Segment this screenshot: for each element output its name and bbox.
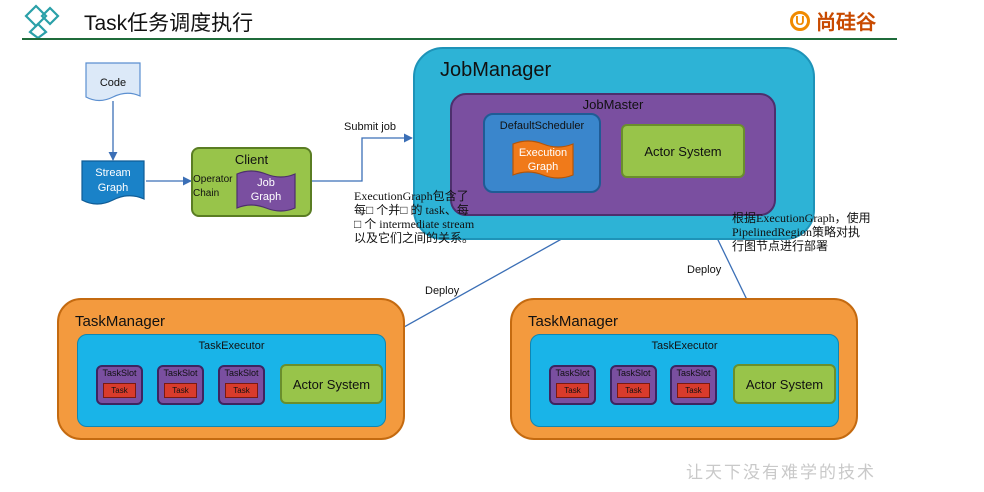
brand-mark-icon: U xyxy=(790,10,810,31)
submit-job-arrow xyxy=(312,133,413,182)
footer-slogan-watermark: 让天下没有难学的技术 xyxy=(686,463,876,483)
task-2-1: Task xyxy=(556,383,589,398)
job-master-title: JobMaster xyxy=(582,97,644,112)
task-manager-1-title: TaskManager xyxy=(75,313,166,330)
execution-graph-note-line-3: □ 个 intermediate stream xyxy=(354,217,475,231)
job-graph-shape xyxy=(236,170,296,212)
client-title: Client xyxy=(234,152,269,167)
execution-graph-note-line-2: 每□ 个并□ 的 task、每 xyxy=(354,203,469,217)
stream-graph-shape xyxy=(81,160,145,205)
task-2-3: Task xyxy=(677,383,710,398)
task-slot-2-2-label: TaskSlot xyxy=(616,368,651,378)
execution-graph-line-2: Graph xyxy=(527,161,559,173)
deploy-left-label: Deploy xyxy=(425,285,460,297)
job-graph-line-1: Job xyxy=(257,177,275,189)
brand-logo: U 尚硅谷 xyxy=(790,6,876,35)
task-manager-2-actor-system: Actor System xyxy=(733,364,836,404)
task-executor-1-title: TaskExecutor xyxy=(198,340,265,352)
task-manager-2-title: TaskManager xyxy=(528,313,619,330)
brand-name: 尚硅谷 xyxy=(816,10,876,34)
code-label: Code xyxy=(99,77,127,89)
code-document-shape xyxy=(85,62,141,102)
execution-graph-note-line-4: 以及它们之间的关系。 xyxy=(354,231,475,245)
stream-graph-line-1: Stream xyxy=(95,167,131,179)
deployment-strategy-note-line-1: 根据ExecutionGraph，使用 xyxy=(732,211,871,225)
stream-graph-line-2: Graph xyxy=(97,182,129,194)
deployment-strategy-note-line-3: 行图节点进行部署 xyxy=(732,239,829,253)
deployment-strategy-note: 根据ExecutionGraph，使用 PipelinedRegion策略对执 … xyxy=(732,211,871,253)
submit-job-label: Submit job xyxy=(344,121,396,133)
job-graph-line-2: Graph xyxy=(250,191,282,203)
task-slot-1-2-label: TaskSlot xyxy=(163,368,198,378)
page-title: Task任务调度执行 xyxy=(84,12,254,35)
diamond-logo-icon xyxy=(24,4,60,38)
task-executor-2-title: TaskExecutor xyxy=(651,340,718,352)
execution-graph-note-line-1: ExecutionGraph包含了 xyxy=(354,189,469,203)
task-1-3: Task xyxy=(225,383,258,398)
operator-chain-line-2: Chain xyxy=(193,188,220,199)
task-1-2: Task xyxy=(164,383,197,398)
job-manager-actor-system: Actor System xyxy=(621,124,745,178)
task-slot-1-1-label: TaskSlot xyxy=(102,368,137,378)
task-slot-1-3-label: TaskSlot xyxy=(224,368,259,378)
header-divider xyxy=(22,38,897,40)
task-2-2: Task xyxy=(617,383,650,398)
default-scheduler-title: DefaultScheduler xyxy=(499,120,585,132)
task-slot-2-1-label: TaskSlot xyxy=(555,368,590,378)
operator-chain-line-1: Operator xyxy=(193,174,233,185)
deployment-strategy-note-line-2: PipelinedRegion策略对执 xyxy=(732,225,860,239)
deploy-right-label: Deploy xyxy=(687,264,722,276)
task-manager-1-actor-system: Actor System xyxy=(280,364,383,404)
execution-graph-line-1: Execution xyxy=(518,147,568,159)
execution-graph-shape xyxy=(512,140,574,179)
execution-graph-note: ExecutionGraph包含了 每□ 个并□ 的 task、每 □ 个 in… xyxy=(354,189,474,245)
task-1-1: Task xyxy=(103,383,136,398)
task-slot-2-3-label: TaskSlot xyxy=(676,368,711,378)
operator-chain-label: Operator Chain xyxy=(193,173,232,201)
job-manager-title: JobManager xyxy=(440,59,552,81)
